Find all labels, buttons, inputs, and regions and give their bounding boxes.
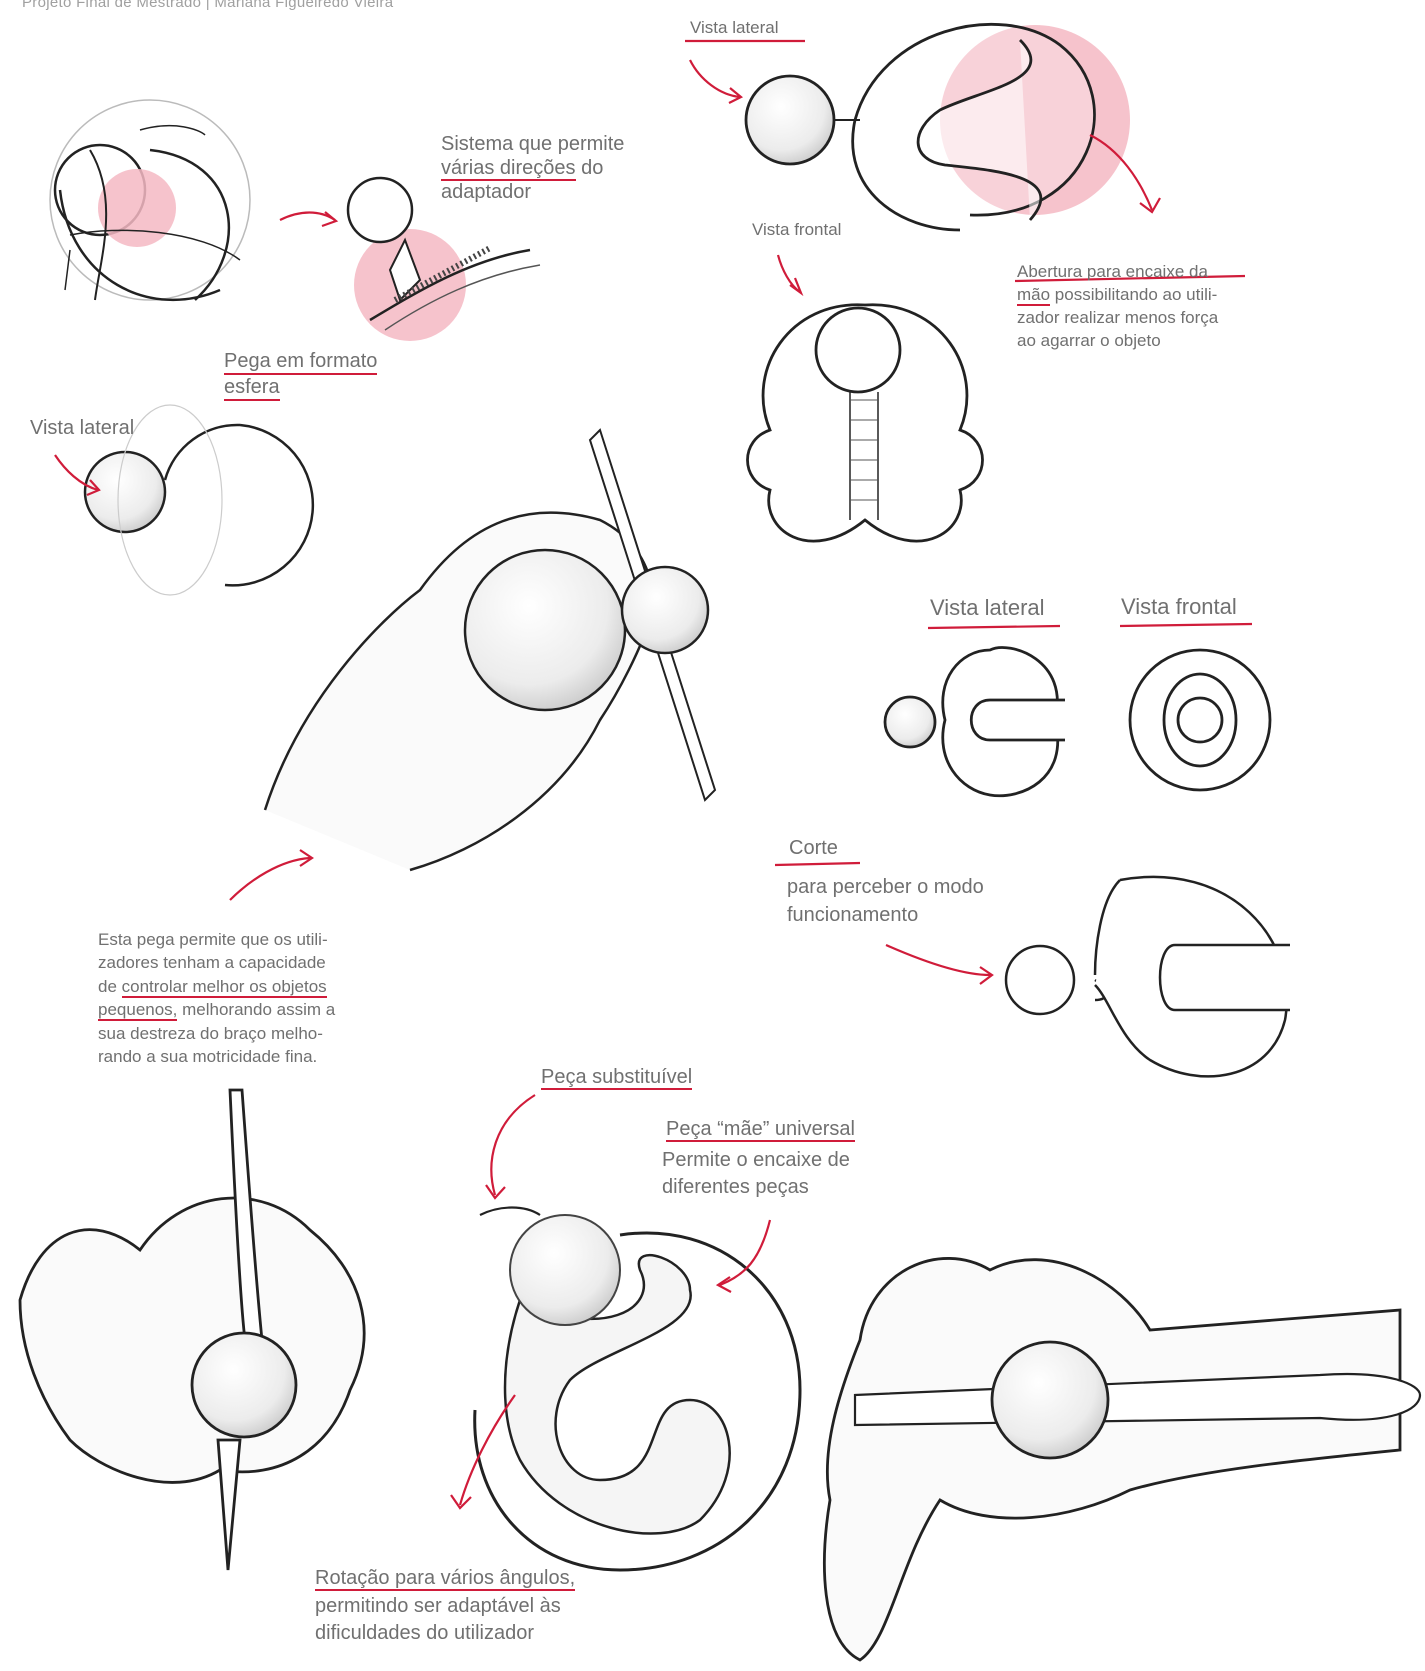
- sketch-hand-spoon: [824, 1258, 1420, 1660]
- label-peca-substituivel: Peça substituível: [541, 1066, 692, 1090]
- label-esta-pega: Esta pega permite que os utili- zadores …: [98, 928, 335, 1069]
- label-corte-desc: para perceber o modo funcionamento: [787, 873, 984, 929]
- highlight-varias-direcoes: várias direções: [441, 157, 576, 181]
- label-vista-lateral-small: Vista lateral: [930, 595, 1045, 621]
- sketch-frontal-top: [748, 305, 983, 541]
- arrow: [230, 858, 310, 900]
- label-sistema: Sistema que permite várias direções do a…: [441, 132, 624, 204]
- sketch-sphere-top-left: [50, 100, 250, 300]
- label-vista-frontal-small: Vista frontal: [1121, 594, 1237, 620]
- label-vista-lateral-left: Vista lateral: [30, 416, 134, 440]
- arrow: [886, 945, 990, 975]
- sketch-hand-bottom-left: [20, 1090, 364, 1570]
- page-header: Projeto Final de Mestrado | Mariana Figu…: [22, 0, 393, 12]
- sketch-corte: [1006, 877, 1290, 1076]
- label-vista-lateral-top: Vista lateral: [690, 18, 779, 38]
- label-peca-mae-desc: Permite o encaixe de diferentes peças: [662, 1147, 850, 1201]
- label-corte: Corte: [789, 836, 838, 860]
- sketch-hand-pencil: [265, 430, 715, 870]
- label-pega-formato: Pega em formato esfera: [224, 349, 377, 401]
- label-abertura: Abertura para encaixe da mão possibilita…: [1017, 261, 1218, 353]
- label-rotacao: Rotação para vários ângulos, permitindo …: [315, 1565, 575, 1648]
- arrow: [491, 1095, 535, 1195]
- label-peca-mae: Peça “mãe” universal: [666, 1118, 855, 1142]
- sketch-lateral-top-right: [746, 24, 1130, 230]
- arrow: [778, 255, 800, 292]
- label-vista-frontal-top: Vista frontal: [752, 220, 841, 240]
- sketch-small-views: [885, 648, 1270, 796]
